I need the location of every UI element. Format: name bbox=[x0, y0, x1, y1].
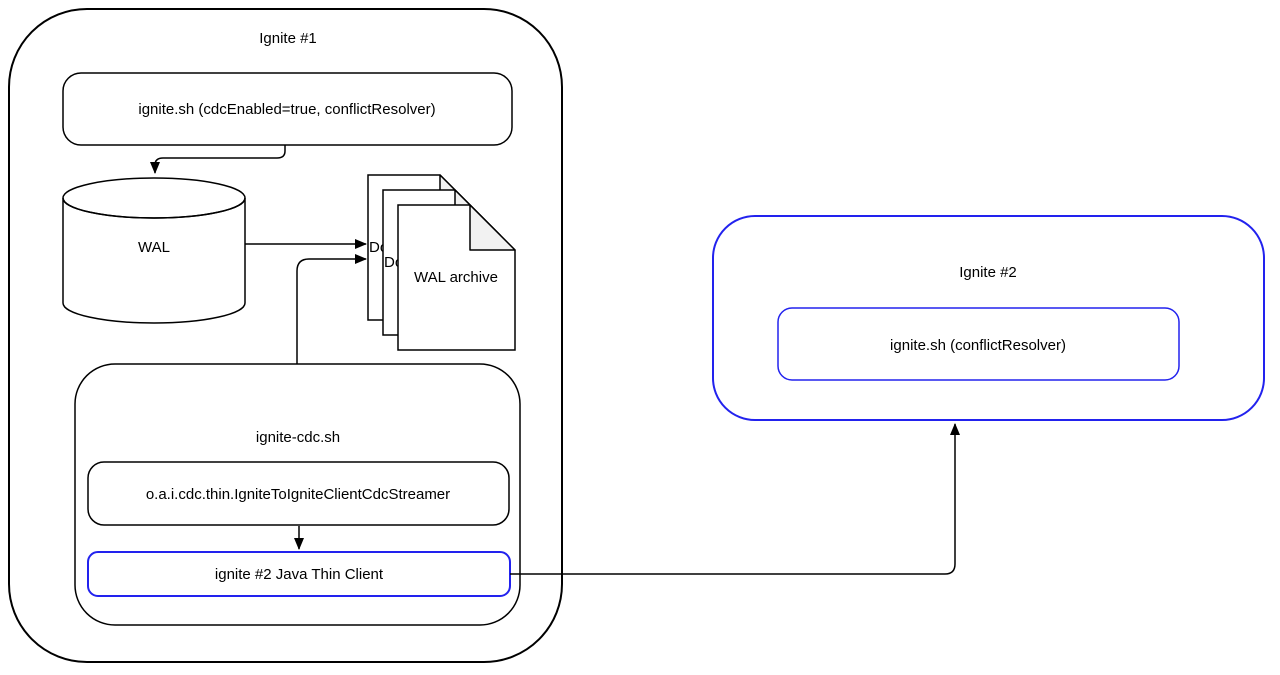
ignite1-ignitesh-box bbox=[62, 72, 513, 146]
cluster-ignite2-title: Ignite #2 bbox=[959, 264, 1017, 281]
connector-ignitesh-to-wal bbox=[150, 145, 286, 174]
connector-cdc-to-archive bbox=[296, 254, 367, 364]
wal-label: WAL bbox=[138, 239, 170, 256]
cluster-ignite1-title: Ignite #1 bbox=[259, 30, 317, 47]
connector-client-to-ignite2 bbox=[510, 423, 960, 575]
streamer-label: o.a.i.cdc.thin.IgniteToIgniteClientCdcSt… bbox=[146, 486, 450, 503]
wal-archive-stack: Do Do WAL archive bbox=[367, 174, 516, 351]
cdc-title: ignite-cdc.sh bbox=[256, 429, 340, 446]
ignite2-ignitesh-box bbox=[777, 307, 1180, 381]
wal-cylinder-top bbox=[62, 177, 246, 219]
thin-client-label: ignite #2 Java Thin Client bbox=[215, 566, 384, 583]
ignite2-ignitesh-label: ignite.sh (conflictResolver) bbox=[890, 337, 1066, 354]
ignite1-ignitesh-label: ignite.sh (cdcEnabled=true, conflictReso… bbox=[138, 101, 435, 118]
wal-archive-label: WAL archive bbox=[414, 269, 498, 286]
streamer-box bbox=[87, 461, 510, 526]
doc-front-fold bbox=[469, 204, 516, 251]
